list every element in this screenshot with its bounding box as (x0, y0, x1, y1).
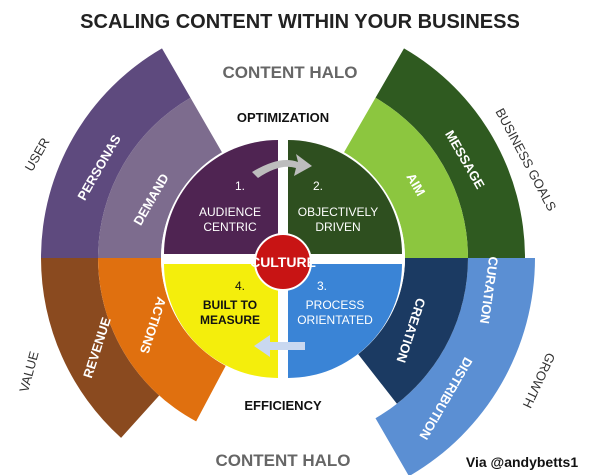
optimization-label: OPTIMIZATION (237, 110, 329, 125)
user-label: USER (22, 135, 53, 174)
actions-band (98, 258, 226, 422)
message-band (375, 48, 525, 259)
svg-text:3.: 3. (317, 279, 327, 293)
svg-text:MEASURE: MEASURE (200, 313, 260, 327)
quadrant-2: 2. OBJECTIVELY DRIVEN (298, 179, 378, 234)
quadrant-3: 3. PROCESS ORIENTATED (297, 279, 373, 327)
aim-band (344, 97, 468, 258)
value-label: VALUE (16, 349, 41, 393)
arrow-left-icon (254, 335, 305, 357)
svg-text:DRIVEN: DRIVEN (315, 220, 360, 234)
quadrant-2-shape (288, 140, 402, 254)
svg-text:1.: 1. (235, 179, 245, 193)
curation-band (375, 258, 535, 475)
svg-text:2.: 2. (313, 179, 323, 193)
svg-text:AUDIENCE: AUDIENCE (199, 205, 261, 219)
quadrant-4: 4. BUILT TO MEASURE (200, 279, 260, 327)
revenue-band (41, 258, 160, 438)
arrow-right-icon (252, 154, 312, 178)
title: SCALING CONTENT WITHIN YOUR BUSINESS (80, 11, 520, 33)
culture-circle (254, 233, 312, 291)
svg-text:PROCESS: PROCESS (306, 298, 365, 312)
efficiency-label: EFFICIENCY (244, 398, 322, 413)
svg-text:BUILT TO: BUILT TO (203, 298, 257, 312)
growth-label: GROWTH (520, 350, 559, 410)
personas-band (41, 48, 191, 259)
quadrant-1-shape (164, 140, 278, 254)
svg-text:OBJECTIVELY: OBJECTIVELY (298, 205, 378, 219)
halo-bottom: CONTENT HALO (215, 451, 350, 470)
quadrant-1: 1. AUDIENCE CENTRIC (199, 179, 261, 234)
halo-top: CONTENT HALO (222, 63, 357, 82)
svg-text:ORIENTATED: ORIENTATED (297, 313, 373, 327)
creation-band (358, 258, 468, 404)
svg-text:4.: 4. (235, 279, 245, 293)
quadrant-4-shape (164, 264, 278, 378)
svg-text:CENTRIC: CENTRIC (203, 220, 257, 234)
culture-label: CULTURE (250, 254, 316, 270)
demand-band (98, 97, 222, 258)
credit: Via @andybetts1 (466, 454, 578, 470)
quadrant-3-shape (288, 264, 402, 378)
